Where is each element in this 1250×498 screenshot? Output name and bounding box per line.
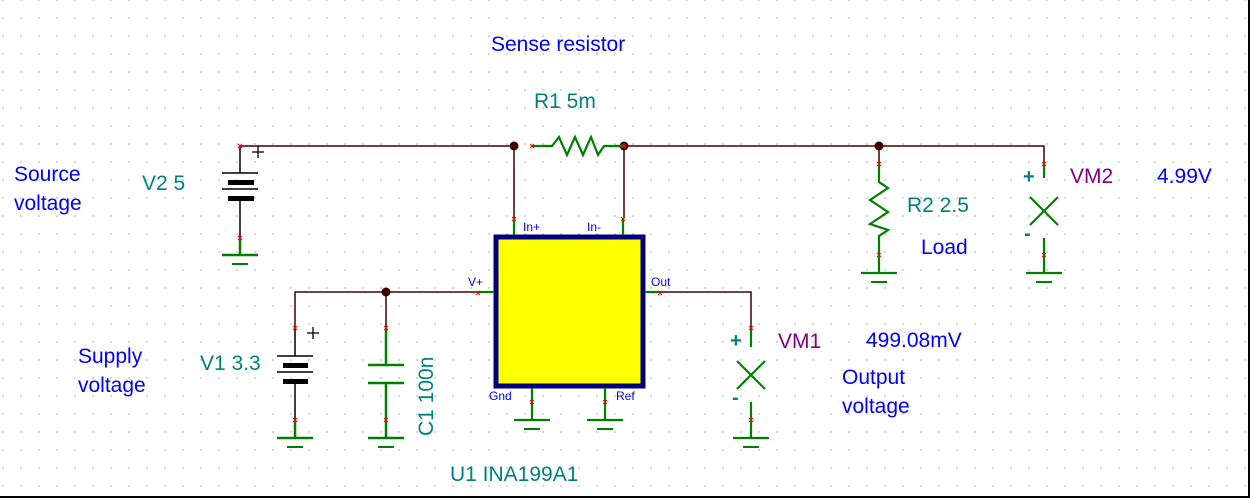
pin-marker-icon — [237, 235, 243, 241]
load-annotation: Load — [921, 236, 968, 259]
output-voltage-annotation-line1: Output — [842, 366, 906, 389]
pin-marker-icon — [383, 417, 389, 423]
wire-supply[interactable] — [294, 291, 478, 328]
pin-marker-icon — [529, 399, 535, 405]
junction-node — [381, 287, 391, 297]
wire-top-right[interactable] — [624, 145, 1045, 164]
plus-sign-icon — [252, 146, 264, 158]
pin-marker-icon — [292, 417, 298, 423]
source-voltage-annotation-line2: voltage — [14, 192, 82, 215]
pin-label-out: Out — [651, 275, 671, 289]
pin-marker-icon — [529, 143, 535, 149]
pin-marker-icon — [475, 290, 481, 296]
pin-marker-icon — [621, 143, 627, 149]
battery-v2-icon[interactable] — [222, 146, 258, 265]
supply-voltage-annotation-line1: Supply — [78, 345, 143, 368]
pin-marker-icon — [511, 216, 517, 222]
supply-voltage-annotation-line2: voltage — [78, 374, 146, 397]
vm1-minus-sign: - — [732, 387, 739, 409]
pin-marker-icon — [1041, 252, 1047, 258]
wire-out[interactable] — [660, 291, 752, 328]
resistor-r1-icon[interactable] — [532, 134, 624, 158]
junction-node — [874, 141, 884, 151]
pin-marker-icon — [292, 325, 298, 331]
pin-marker-icon — [620, 216, 626, 222]
pin-label-v-plus: V+ — [468, 275, 484, 289]
pin-marker-icon — [1041, 161, 1047, 167]
battery-v1-icon[interactable] — [277, 328, 313, 448]
source-voltage-annotation-line1: Source — [14, 163, 81, 186]
vm1-plus-sign: + — [730, 330, 742, 352]
vm2-plus-sign: + — [1023, 166, 1035, 188]
output-voltage-annotation-line2: voltage — [842, 395, 910, 418]
pin-marker-icon — [876, 252, 882, 258]
vm1-label[interactable]: VM1 — [778, 330, 822, 353]
u1-label[interactable]: U1 INA199A1 — [450, 463, 579, 486]
r2-label[interactable]: R2 2.5 — [907, 194, 969, 217]
pin-label-in-minus: In- — [587, 220, 602, 234]
vm1-reading: 499.08mV — [866, 329, 962, 352]
v2-label[interactable]: V2 5 — [142, 172, 186, 195]
pin-label-in-plus: In+ — [523, 220, 541, 234]
pin-marker-icon — [383, 325, 389, 331]
vm2-minus-sign: - — [1024, 223, 1031, 245]
ic-u1-icon[interactable] — [478, 218, 660, 430]
pin-markers — [237, 143, 1047, 423]
vm2-reading: 4.99V — [1157, 165, 1212, 188]
plus-sign-icon — [307, 327, 319, 339]
wires — [240, 145, 1045, 328]
r1-label[interactable]: R1 5m — [534, 90, 596, 113]
pin-label-gnd: Gnd — [489, 389, 512, 403]
pin-marker-icon — [237, 143, 243, 149]
vm2-label[interactable]: VM2 — [1070, 165, 1114, 188]
pin-label-ref: Ref — [616, 389, 635, 403]
pin-marker-icon — [657, 290, 663, 296]
pin-marker-icon — [602, 399, 608, 405]
pin-marker-icon — [748, 417, 754, 423]
junction-node — [509, 141, 519, 151]
pin-marker-icon — [748, 325, 754, 331]
c1-label[interactable]: C1 100n — [415, 356, 438, 436]
resistor-r2-icon[interactable] — [861, 164, 897, 283]
v1-label[interactable]: V1 3.3 — [200, 352, 261, 375]
sense-resistor-annotation: Sense resistor — [491, 33, 626, 56]
capacitor-c1-icon[interactable] — [368, 328, 404, 448]
pin-marker-icon — [876, 161, 882, 167]
